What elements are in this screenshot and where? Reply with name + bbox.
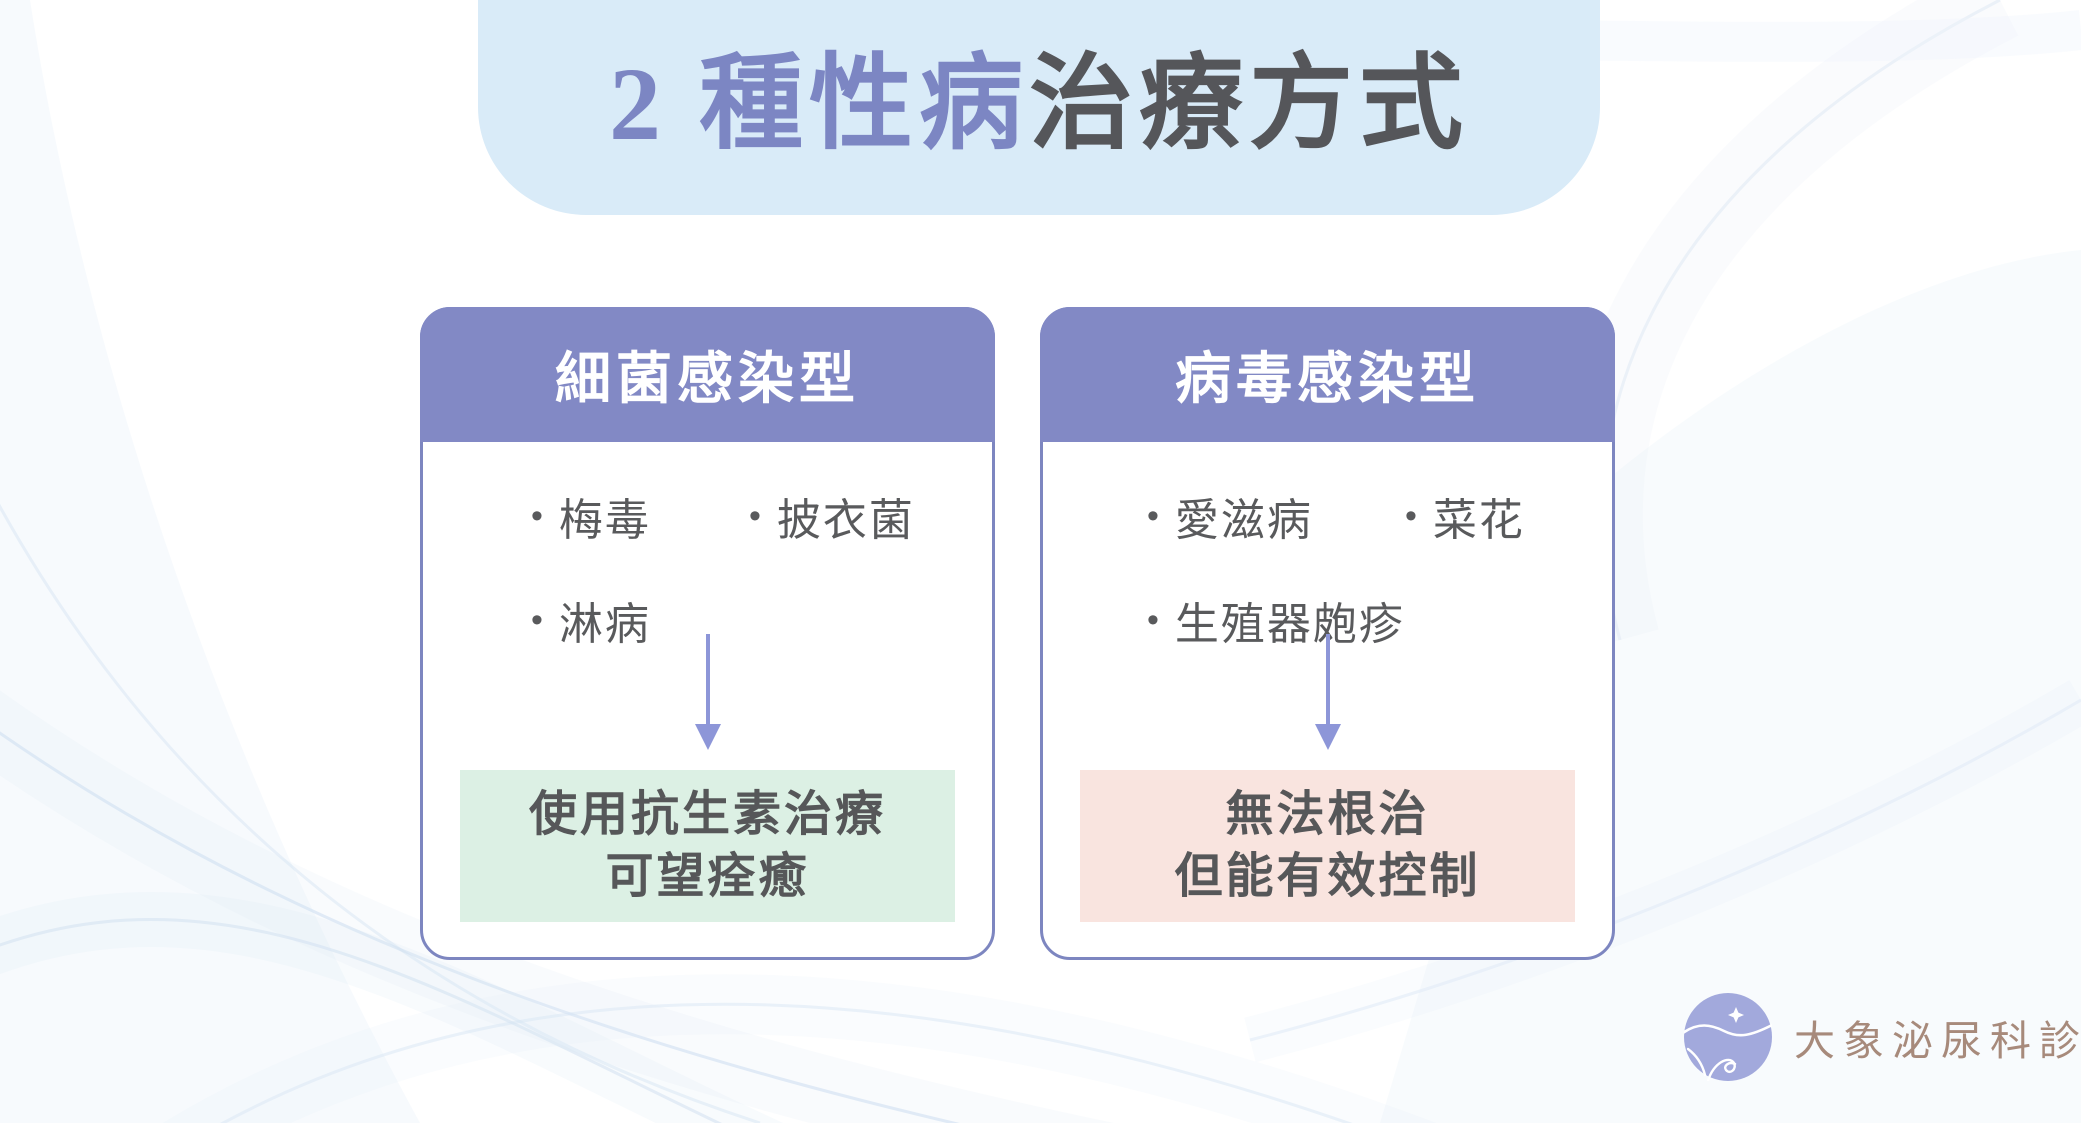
card-bacterial-header: 細菌感染型 (420, 307, 995, 442)
list-item-label: 愛滋病 (1174, 496, 1313, 545)
clinic-name: 大象泌尿科診所 (1794, 1018, 2081, 1064)
clinic-logo: 大象泌尿科診所 (1684, 993, 2081, 1081)
bullet-icon: • (531, 601, 545, 639)
result-line: 使用抗生素治療 (528, 788, 886, 841)
card-viral-body: • 愛滋病 • 菜花 • 生殖器皰疹 無法根治 但能有效控制 (1043, 442, 1612, 957)
card-viral-items: • 愛滋病 • 菜花 • 生殖器皰疹 (1043, 442, 1612, 652)
list-item: • 梅毒 (531, 484, 721, 548)
list-item: • 披衣菌 (749, 484, 962, 548)
bullet-icon: • (531, 497, 545, 535)
background-tint-left (0, 0, 420, 1123)
down-arrow-icon (694, 634, 721, 750)
bullet-icon: • (1405, 497, 1419, 535)
list-item-label: 淋病 (558, 600, 651, 649)
background-curve (1249, 698, 2081, 1042)
bullet-icon: • (749, 497, 763, 535)
title-banner: 2 種性病治療方式 (478, 0, 1600, 215)
result-line: 可望痊癒 (605, 850, 810, 903)
background-curve (0, 690, 1115, 1123)
page-title: 2 種性病治療方式 (609, 52, 1469, 163)
background-curve (0, 731, 960, 1123)
result-box-bacterial: 使用抗生素治療 可望痊癒 (460, 770, 955, 922)
down-arrow-icon (1314, 634, 1341, 750)
list-item: • 淋病 (531, 588, 962, 652)
card-bacterial-body: • 梅毒 • 披衣菌 • 淋病 使用抗生素治療 可望痊癒 (423, 442, 992, 957)
list-item-label: 梅毒 (558, 496, 651, 545)
page-title-highlight: 2 種性病 (608, 46, 1029, 162)
background-curve (220, 1002, 1353, 1123)
background-curve (1244, 680, 2081, 1063)
list-item: • 愛滋病 (1147, 484, 1377, 548)
list-item: • 生殖器皰疹 (1147, 588, 1582, 652)
card-viral: 病毒感染型 • 愛滋病 • 菜花 • 生殖器皰疹 無法根治 但能有效控制 (1040, 307, 1615, 960)
background-curve (162, 974, 1437, 1123)
bullet-icon: • (1147, 601, 1161, 639)
result-line: 但能有效控制 (1174, 850, 1481, 903)
list-item-label: 菜花 (1432, 496, 1525, 545)
background-curve (0, 503, 761, 1123)
list-item: • 菜花 (1405, 484, 1582, 548)
background-curve (0, 917, 723, 1123)
page-title-rest: 治療方式 (1029, 46, 1470, 162)
background-curve (0, 891, 784, 1123)
card-bacterial-items: • 梅毒 • 披衣菌 • 淋病 (423, 442, 992, 652)
card-viral-header: 病毒感染型 (1040, 307, 1615, 442)
result-box-viral: 無法根治 但能有效控制 (1080, 770, 1575, 922)
list-item-label: 披衣菌 (776, 496, 915, 545)
result-line: 無法根治 (1225, 788, 1430, 841)
list-item-label: 生殖器皰疹 (1174, 600, 1405, 649)
bullet-icon: • (1147, 497, 1161, 535)
card-bacterial: 細菌感染型 • 梅毒 • 披衣菌 • 淋病 使用抗生素治療 可望痊癒 (420, 307, 995, 960)
elephant-logo-icon (1684, 993, 1772, 1081)
